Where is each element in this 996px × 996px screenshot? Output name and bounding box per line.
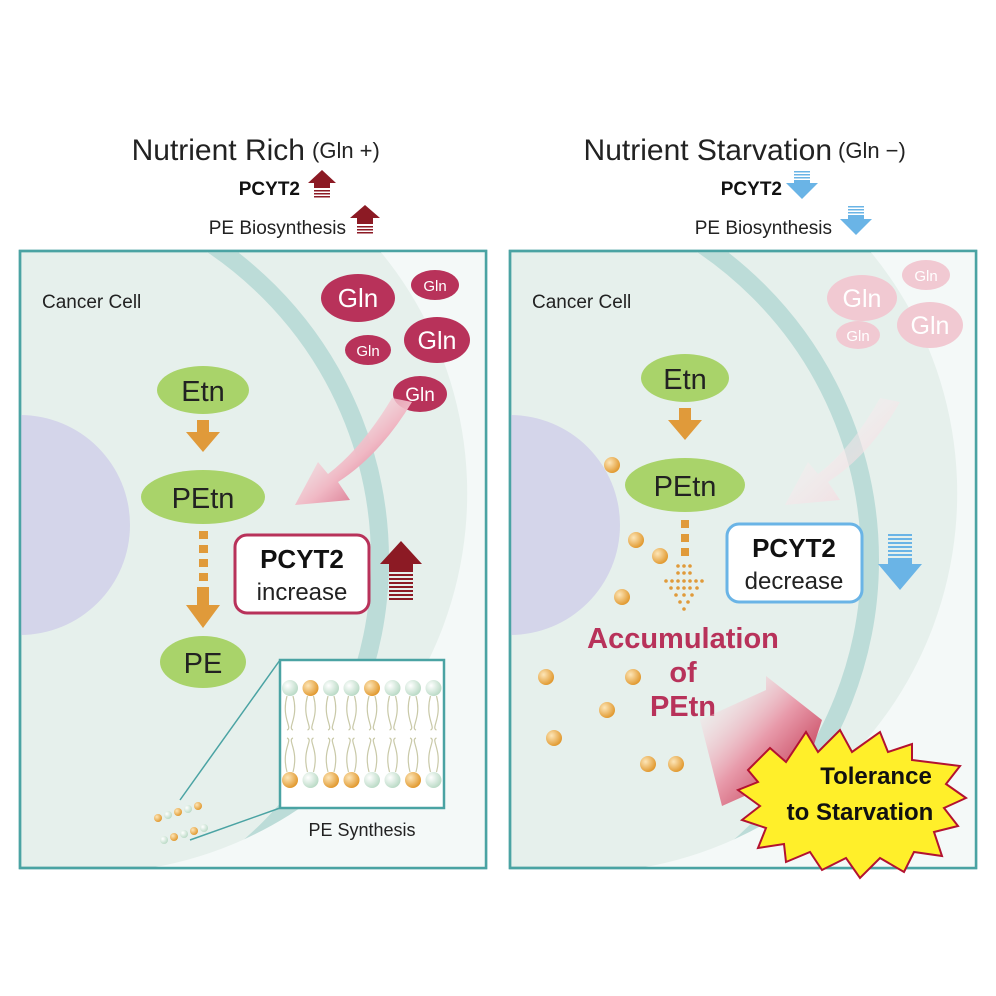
svg-text:Tolerance: Tolerance: [820, 763, 932, 790]
gln-bubble: Gln: [321, 274, 395, 322]
inset-label: PE Synthesis: [308, 820, 415, 840]
right-panel: Cancer Cell Gln Gln Gln Gln Etn: [508, 249, 978, 880]
svg-text:Gln: Gln: [405, 385, 435, 406]
membrane-zoom-spot: [154, 802, 208, 844]
left-gln-influx-arrow: [295, 398, 412, 505]
gln-bubble: Gln: [404, 317, 470, 363]
lipid-bilayer: [282, 680, 442, 788]
lipid-head: [302, 680, 319, 696]
svg-text:Etn: Etn: [181, 376, 225, 408]
left-process-label: PE Biosynthesis: [209, 218, 346, 239]
svg-text:PCYT2: PCYT2: [752, 533, 836, 563]
lipid-head: [425, 772, 442, 788]
left-pathway: Etn PEtn PE: [141, 366, 265, 688]
svg-text:Gln: Gln: [423, 278, 446, 295]
lipid-head: [343, 772, 360, 788]
left-cell-membrane: [205, 251, 389, 868]
right-header: Nutrient Starvation (Gln −) PCYT2 PE Bio…: [584, 134, 906, 239]
pathway-node-etn: [641, 354, 729, 402]
svg-text:Gln: Gln: [338, 283, 378, 313]
left-panel: Cancer Cell Gln Gln Gln Gln Gln: [18, 249, 488, 870]
left-enzyme-label: PCYT2: [239, 179, 300, 200]
lipid-head: [384, 772, 401, 788]
left-title: Nutrient Rich: [132, 134, 305, 167]
gln-bubble: Gln: [411, 270, 459, 300]
svg-text:Gln: Gln: [914, 268, 937, 285]
lipid-head: [384, 680, 401, 696]
right-title-suffix: (Gln −): [838, 138, 906, 163]
left-enzyme-up-arrow-icon: [308, 170, 336, 198]
right-enzyme-label: PCYT2: [721, 179, 782, 200]
svg-text:Accumulation: Accumulation: [587, 623, 779, 655]
lipid-head: [425, 680, 442, 696]
svg-text:Gln: Gln: [846, 328, 869, 345]
gln-bubble: Gln: [902, 260, 950, 290]
left-title-suffix: (Gln +): [312, 138, 380, 163]
right-decrease-arrow-icon: [878, 534, 922, 590]
svg-text:PE: PE: [184, 648, 223, 680]
down-arrow-icon: [186, 420, 220, 452]
lipid-head: [323, 680, 339, 696]
pathway-node-petn: [625, 458, 745, 512]
svg-text:Gln: Gln: [911, 312, 950, 340]
left-process-up-arrow-icon: [350, 205, 380, 234]
left-header: Nutrient Rich (Gln +) PCYT2 PE Biosynthe…: [132, 134, 380, 239]
svg-text:decrease: decrease: [745, 568, 844, 595]
left-gln-bubbles: Gln Gln Gln Gln Gln: [321, 270, 470, 412]
lipid-head: [405, 680, 421, 696]
tolerance-burst: Tolerance to Starvation: [735, 728, 969, 880]
pathway-node-pe: [160, 636, 246, 688]
blocked-down-arrow-icon: [664, 564, 704, 611]
lipid-head: [323, 772, 339, 788]
gln-bubble: Gln: [345, 335, 391, 365]
dashed-connector: [199, 531, 208, 581]
lipid-head: [282, 772, 298, 788]
svg-text:of: of: [669, 657, 697, 689]
lipid-head: [343, 680, 360, 696]
gln-bubble: Gln: [836, 321, 880, 349]
right-gln-bubbles: Gln Gln Gln Gln: [827, 260, 963, 349]
right-process-down-arrow-icon: [840, 206, 872, 235]
right-cell-label: Cancer Cell: [532, 292, 631, 313]
left-nucleus: [20, 415, 130, 635]
inset-frame: [278, 658, 446, 810]
down-arrow-icon: [186, 587, 220, 628]
left-pcyt2-box: PCYT2 increase: [233, 533, 371, 615]
svg-text:Etn: Etn: [663, 364, 707, 396]
right-process-label: PE Biosynthesis: [695, 218, 832, 239]
svg-text:PCYT2: PCYT2: [260, 544, 344, 574]
lipid-head: [302, 772, 319, 788]
svg-text:Gln: Gln: [843, 285, 882, 313]
svg-text:PEtn: PEtn: [654, 471, 717, 503]
svg-text:to Starvation: to Starvation: [787, 799, 934, 826]
left-cell-label: Cancer Cell: [42, 292, 141, 313]
right-cell-membrane: [695, 251, 879, 868]
lipid-head: [364, 680, 380, 696]
right-nucleus: [510, 415, 620, 635]
gln-bubble: Gln: [897, 302, 963, 348]
right-pathway: Etn PEtn: [625, 354, 745, 611]
svg-text:Gln: Gln: [356, 343, 379, 360]
right-gln-influx-arrow: [785, 398, 900, 505]
right-title: Nutrient Starvation: [584, 134, 832, 167]
svg-text:increase: increase: [257, 579, 348, 606]
left-increase-arrow-icon: [380, 541, 422, 600]
svg-text:PEtn: PEtn: [650, 691, 716, 723]
gln-bubble: Gln: [827, 275, 897, 321]
lipid-head: [364, 772, 380, 788]
petn-particles: [538, 457, 684, 772]
pathway-node-petn: [141, 470, 265, 524]
down-arrow-icon: [668, 408, 702, 440]
svg-text:PEtn: PEtn: [172, 483, 235, 515]
lipid-head: [405, 772, 421, 788]
right-pcyt2-box: PCYT2 decrease: [725, 522, 864, 604]
svg-text:Gln: Gln: [418, 327, 457, 355]
pathway-node-etn: [157, 366, 249, 414]
accumulation-label: Accumulation of PEtn: [587, 623, 779, 723]
dashed-connector: [681, 520, 689, 556]
right-enzyme-down-arrow-icon: [786, 171, 818, 199]
membrane-inset: PE Synthesis: [154, 658, 446, 844]
lipid-head: [282, 680, 298, 696]
